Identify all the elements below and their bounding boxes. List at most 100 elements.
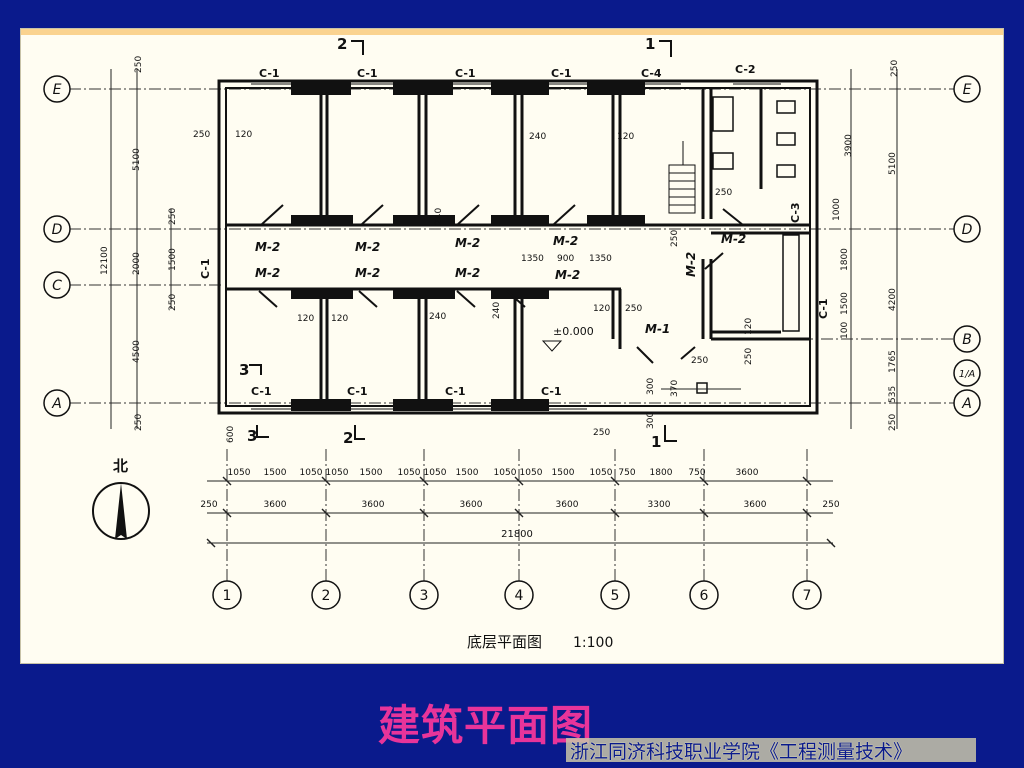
dim-wall-250-c: 250 — [670, 230, 680, 247]
dim-row1-2: 1050 — [300, 468, 323, 478]
dim-left-5100: 5100 — [132, 148, 142, 171]
door-label-stair: M-2 — [684, 252, 698, 277]
dim-row1-15: 3600 — [736, 468, 759, 478]
dim-row1-3: 1050 — [326, 468, 349, 478]
dim-row1-8: 1050 — [494, 468, 517, 478]
dim-wall-120-f: 120 — [744, 318, 754, 335]
dim-left-12100: 12100 — [100, 246, 110, 275]
door-label-lower-1: M-2 — [255, 266, 280, 280]
dim-right-100: 100 — [840, 322, 850, 339]
axis-label-D-right: D — [962, 222, 973, 238]
dim-row1-12: 750 — [618, 468, 635, 478]
dim-row1-7: 1500 — [456, 468, 479, 478]
axis-label-E-right: E — [963, 82, 972, 98]
dim-door-1350-b: 1350 — [589, 254, 612, 264]
north-label: 北 — [113, 457, 128, 475]
door-label-upper-3: M-2 — [455, 236, 480, 250]
dim-wall-240-c: 240 — [429, 312, 446, 322]
section-mark-3-left: 3 — [239, 361, 249, 379]
axis-label-B-right: B — [962, 332, 972, 348]
door-label-lower-4: M-2 — [555, 268, 580, 282]
axis-label-A-right: A — [961, 396, 972, 412]
dim-right-1800: 1800 — [840, 248, 850, 271]
dim-left-2000: 2000 — [132, 252, 142, 275]
section-mark-3-bottom: 3 — [247, 427, 257, 445]
dim-row2-5: 3300 — [648, 500, 671, 510]
axis-label-4: 4 — [515, 588, 524, 604]
dim-total: 21800 — [501, 529, 533, 540]
footer-backdrop — [566, 738, 976, 762]
section-mark-2-bottom: 2 — [343, 429, 353, 447]
dim-wall-250-a: 250 — [193, 130, 210, 140]
axis-label-2: 2 — [322, 588, 331, 604]
door-label-upper-4: M-2 — [553, 234, 578, 248]
dim-door-900: 900 — [557, 254, 574, 264]
window-label-side-c3: C-3 — [789, 202, 802, 223]
dim-right-535: 535 — [888, 386, 898, 403]
dim-row1-5: 1050 — [398, 468, 421, 478]
dim-wall-120-b: 120 — [617, 132, 634, 142]
dim-right-5100: 5100 — [888, 152, 898, 175]
dim-row2-2: 3600 — [362, 500, 385, 510]
dim-row1-9: 1050 — [520, 468, 543, 478]
dim-left-inner-1500: 1500 — [168, 248, 178, 271]
dim-wall-120-a: 120 — [235, 130, 252, 140]
plan-scale: 1:100 — [573, 635, 613, 651]
door-label-lower-3: M-2 — [455, 266, 480, 280]
dim-wall-370: 370 — [670, 380, 680, 397]
dim-wall-120-c: 120 — [297, 314, 314, 324]
dim-left-250-top: 250 — [134, 56, 144, 73]
dim-wall-250-g: 250 — [593, 428, 610, 438]
slide-title: 建筑平面图 — [378, 701, 594, 750]
dim-row1-0: 1050 — [228, 468, 251, 478]
dim-wall-300-b: 300 — [646, 412, 656, 429]
section-mark-1-bottom: 1 — [651, 433, 661, 451]
dim-right-4200: 4200 — [888, 288, 898, 311]
axis-label-1A-right: 1/A — [959, 369, 976, 380]
dim-right-250-bottom: 250 — [888, 414, 898, 431]
window-label-bottom-4: C-1 — [541, 385, 562, 398]
floor-plan-drawing: E D C A E D B 1/A A 1 2 3 4 5 6 7 C-1 C-… — [21, 29, 1003, 651]
dim-row1-4: 1500 — [360, 468, 383, 478]
door-label-right: M-2 — [721, 232, 746, 246]
dim-row1-14: 750 — [688, 468, 705, 478]
door-label-upper-1: M-2 — [255, 240, 280, 254]
dim-wall-120-e: 120 — [593, 304, 610, 314]
dim-left-inner-250a: 250 — [168, 208, 178, 225]
dim-right-1500: 1500 — [840, 292, 850, 315]
dim-row1-13: 1800 — [650, 468, 673, 478]
dim-row1-6: 1050 — [424, 468, 447, 478]
dim-row2-1: 3600 — [264, 500, 287, 510]
dim-row2-3: 3600 — [460, 500, 483, 510]
dim-left-250-bottom: 250 — [134, 414, 144, 431]
dim-row2-4: 3600 — [556, 500, 579, 510]
dim-wall-240-a: 240 — [434, 208, 444, 225]
window-label-side-left: C-1 — [199, 258, 212, 279]
plan-caption: 底层平面图 — [467, 633, 542, 651]
dim-right-3900: 3900 — [844, 134, 854, 157]
window-label-bottom-3: C-1 — [445, 385, 466, 398]
window-label-side-c1: C-1 — [817, 298, 830, 319]
window-label-bottom-1: C-1 — [251, 385, 272, 398]
door-label-lower-2: M-2 — [355, 266, 380, 280]
dim-right-1000: 1000 — [832, 198, 842, 221]
window-label-top-5: C-4 — [641, 67, 662, 80]
floor-plan-sheet: E D C A E D B 1/A A 1 2 3 4 5 6 7 C-1 C-… — [20, 28, 1004, 664]
window-label-top-4: C-1 — [551, 67, 572, 80]
dim-left-4500: 4500 — [132, 340, 142, 363]
dim-wall-600: 600 — [226, 426, 236, 443]
axis-label-C-left: C — [52, 278, 62, 294]
dim-row2-6: 3600 — [744, 500, 767, 510]
window-label-top-2: C-1 — [357, 67, 378, 80]
window-label-top-3: C-1 — [455, 67, 476, 80]
dim-wall-240-b: 240 — [529, 132, 546, 142]
footer-credit: 浙江同济科技职业学院《工程测量技术》 — [570, 741, 913, 763]
section-mark-1-top: 1 — [645, 35, 655, 53]
dim-right-250-top: 250 — [890, 60, 900, 77]
dim-row2-0: 250 — [200, 500, 217, 510]
elevation-label: ±0.000 — [553, 325, 594, 338]
dim-wall-250-b: 250 — [715, 188, 732, 198]
dim-row1-1: 1500 — [264, 468, 287, 478]
door-label-upper-2: M-2 — [355, 240, 380, 254]
north-arrow-icon — [92, 482, 150, 540]
